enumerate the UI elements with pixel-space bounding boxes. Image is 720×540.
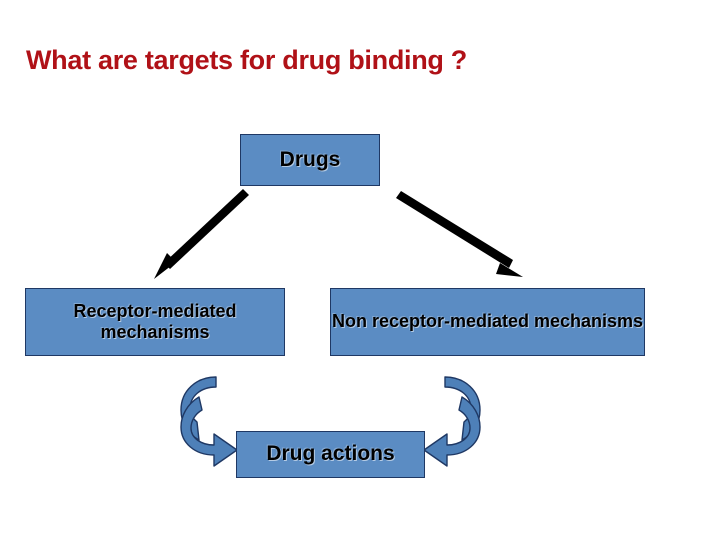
node-drug-actions[interactable]: Drug actions: [236, 431, 425, 478]
node-drugs[interactable]: Drugs: [240, 134, 380, 186]
node-drugs-label: Drugs: [279, 147, 341, 171]
arrow-drugs-to-nonreceptor-icon: [396, 191, 523, 277]
page-title: What are targets for drug binding ?: [26, 45, 467, 75]
node-drug-actions-label: Drug actions: [266, 442, 395, 466]
arrow-nonreceptor-to-actions-icon: [423, 376, 481, 467]
arrow-receptor-to-actions-icon: [180, 376, 238, 467]
node-non-receptor-mediated-mechanisms[interactable]: Non receptor-mediated mechanisms: [330, 288, 645, 356]
node-receptor-mediated-mechanisms[interactable]: Receptor-mediated mechanisms: [25, 288, 285, 356]
arrow-drugs-to-receptor-icon: [154, 189, 249, 279]
node-non-receptor-mediated-mechanisms-label: Non receptor-mediated mechanisms: [331, 311, 644, 332]
node-receptor-mediated-mechanisms-label: Receptor-mediated mechanisms: [73, 300, 237, 342]
